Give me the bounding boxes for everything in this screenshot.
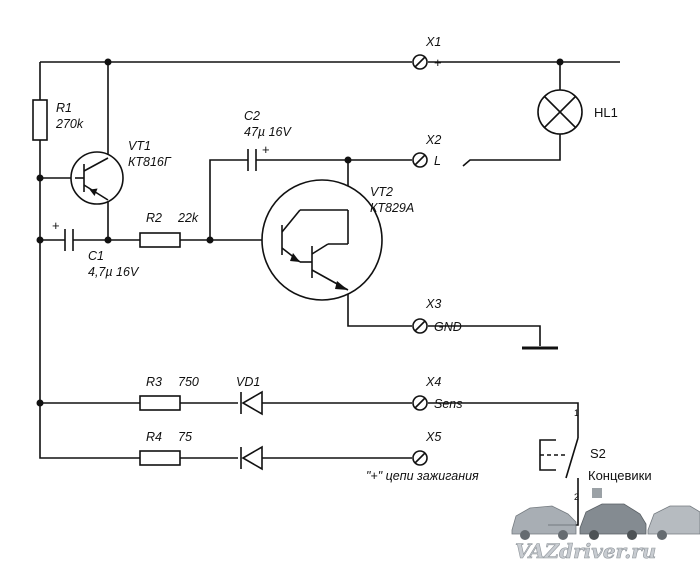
hl1-ref: HL1: [594, 105, 618, 120]
vt2-ref: VT2: [370, 185, 393, 199]
x1-ref: X1: [425, 35, 441, 49]
x3-ref: X3: [425, 297, 441, 311]
x4-ref: X4: [425, 375, 441, 389]
car-silhouette-left: [511, 505, 577, 540]
terminal-x4: X4 Sens: [412, 375, 463, 411]
r4-ref: R4: [146, 430, 162, 444]
s2-ref: S2: [590, 446, 606, 461]
r4-value: 75: [178, 430, 192, 444]
terminal-x3: X3 GND: [412, 297, 462, 334]
x4-signal: Sens: [434, 397, 463, 411]
r3-value: 750: [178, 375, 199, 389]
resistor-r1: R1 270k: [32, 99, 84, 141]
x1-signal: +: [434, 55, 442, 70]
resistor-r4: R4 75: [139, 430, 192, 466]
checker-flag-icon: [592, 488, 602, 498]
r3-ref: R3: [146, 375, 162, 389]
terminal-x2: X2 L: [412, 133, 441, 168]
vt1-value: КТ816Г: [128, 155, 172, 169]
c2-polarity: +: [262, 142, 270, 157]
watermark-text: VAZdriver.ru: [515, 539, 656, 563]
junction-dots: [36, 58, 564, 407]
x5-note: "+" цепи зажигания: [366, 469, 479, 483]
x3-signal: GND: [434, 320, 462, 334]
resistor-r2: R2 22k: [139, 211, 199, 248]
transistor-vt2: VT2 КТ829А: [261, 179, 414, 301]
r2-ref: R2: [146, 211, 162, 225]
c1-value: 4,7µ 16V: [88, 265, 140, 279]
c1-ref: C1: [88, 249, 104, 263]
switch-s2: 1 2 S2 Концевики: [539, 408, 652, 502]
s2-name: Концевики: [588, 468, 652, 483]
vd1-ref: VD1: [236, 375, 260, 389]
capacitor-c1: + C1 4,7µ 16V: [52, 218, 140, 279]
c2-ref: C2: [244, 109, 260, 123]
car-silhouette-right: [647, 505, 700, 540]
x2-signal: L: [434, 154, 441, 168]
resistor-r3: R3 750: [139, 375, 199, 411]
terminal-x5: X5 "+" цепи зажигания: [366, 430, 479, 483]
terminal-x1: X1 +: [412, 35, 442, 70]
s2-pin2: 2: [574, 492, 579, 502]
x5-ref: X5: [425, 430, 441, 444]
r1-ref: R1: [56, 101, 72, 115]
watermark-logo: VAZdriver.ru: [511, 488, 700, 563]
c2-value: 47µ 16V: [244, 125, 292, 139]
capacitor-c2: + C2 47µ 16V: [244, 109, 292, 171]
transistor-vt1: VT1 КТ816Г: [70, 139, 172, 205]
diode-unlabeled: [240, 445, 263, 471]
vt2-value: КТ829А: [370, 201, 414, 215]
x2-ref: X2: [425, 133, 441, 147]
c1-polarity: +: [52, 218, 60, 233]
lamp-hl1: HL1: [537, 89, 618, 135]
s2-pin1: 1: [574, 408, 579, 418]
car-silhouette-middle: [579, 503, 647, 540]
diode-vd1: VD1: [236, 375, 263, 416]
r1-value: 270k: [55, 117, 84, 131]
r2-value: 22k: [177, 211, 199, 225]
vt1-ref: VT1: [128, 139, 151, 153]
